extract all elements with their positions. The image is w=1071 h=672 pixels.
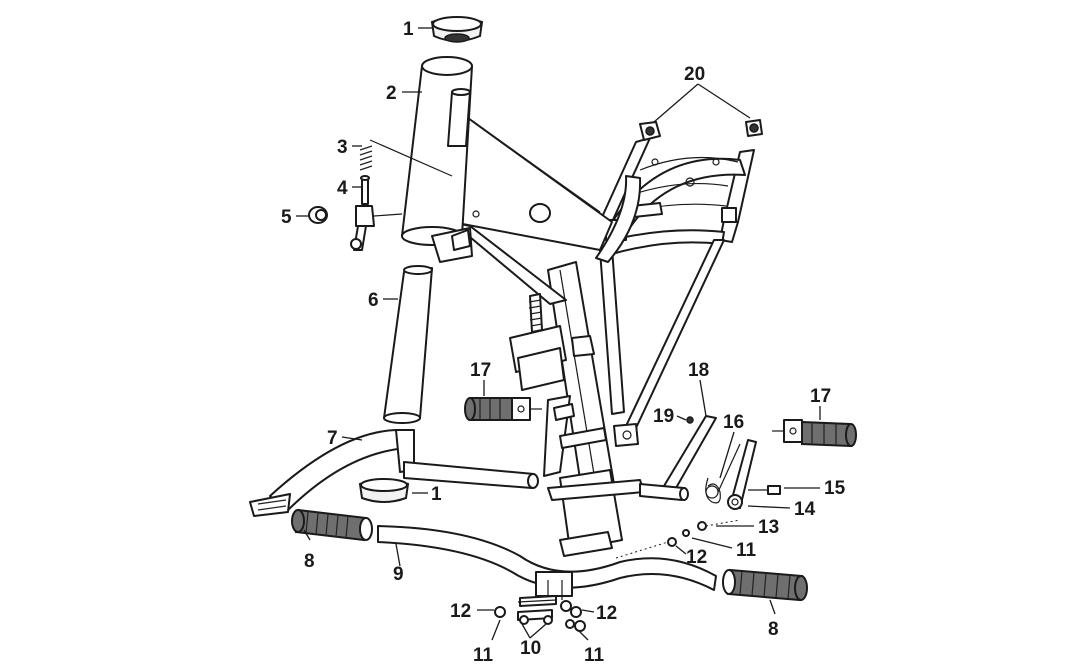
callout-12-right: 12 — [686, 547, 707, 568]
bolt-15 — [748, 485, 781, 495]
callout-17-left: 17 — [470, 360, 491, 381]
callout-12-bottom-mid: 12 — [596, 603, 617, 624]
main-frame — [451, 117, 645, 557]
lever-14 — [727, 439, 757, 510]
spring-3 — [359, 145, 373, 171]
callout-10: 10 — [520, 638, 541, 659]
callout-12-bottom-left: 12 — [450, 601, 471, 622]
handlebar-clamp-fasteners — [494, 595, 586, 632]
callout-13: 13 — [758, 517, 779, 538]
callout-19: 19 — [653, 406, 674, 427]
cap-5 — [308, 206, 328, 224]
callout-1-top: 1 — [403, 19, 414, 40]
callout-14: 14 — [794, 499, 816, 520]
callout-11-right: 11 — [736, 540, 757, 561]
leader-lines — [296, 27, 821, 641]
nuts-20 — [529, 119, 763, 223]
callout-16: 16 — [723, 412, 744, 433]
kick-lever — [249, 429, 415, 517]
cross-shaft — [358, 461, 539, 503]
callout-6: 6 — [368, 290, 379, 311]
footpeg-right — [772, 419, 857, 448]
grip-right — [722, 568, 808, 602]
callout-20: 20 — [684, 64, 705, 85]
callout-7: 7 — [327, 428, 338, 449]
pin-4 — [360, 175, 370, 205]
callout-17-right: 17 — [810, 386, 831, 407]
bearing-cup-top — [430, 16, 484, 43]
lock-parts — [308, 139, 453, 251]
callout-5: 5 — [281, 207, 292, 228]
head-tube — [401, 56, 473, 263]
footpeg-left — [464, 397, 542, 421]
handlebar — [377, 525, 717, 600]
steering-tube — [383, 265, 433, 424]
callout-2: 2 — [386, 83, 397, 104]
callout-9: 9 — [393, 564, 404, 585]
callout-11-bottom-mid: 11 — [584, 645, 605, 666]
callout-1-mid: 1 — [431, 484, 442, 505]
callout-11-bottom-left: 11 — [473, 645, 494, 666]
callout-3: 3 — [337, 137, 348, 158]
rear-frame-loop — [597, 137, 755, 429]
lock-body — [350, 205, 375, 251]
grip-left — [291, 508, 373, 542]
callout-15: 15 — [824, 478, 846, 499]
washers-11-12-13 — [667, 521, 707, 547]
spring-16 — [705, 443, 741, 504]
callout-8-right: 8 — [768, 619, 779, 640]
callout-4: 4 — [337, 178, 348, 199]
brake-arm-18 — [639, 415, 717, 501]
callout-18: 18 — [688, 360, 709, 381]
callout-numbers: 1 2 3 4 5 6 7 1 8 9 12 11 10 11 12 17 18… — [281, 19, 846, 666]
callout-8-left: 8 — [304, 551, 315, 572]
